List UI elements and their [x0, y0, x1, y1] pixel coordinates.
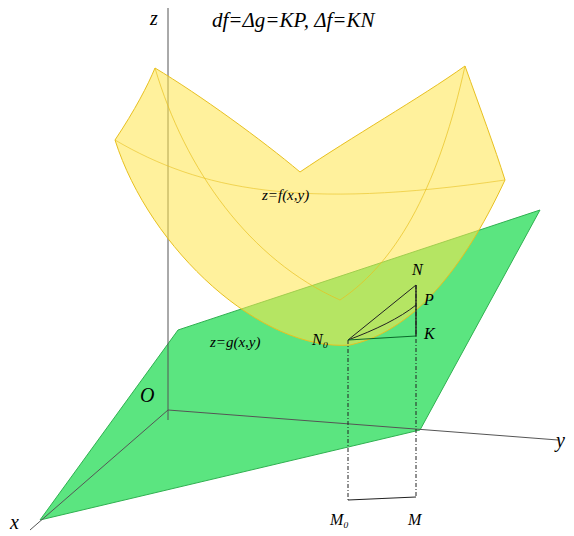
math-label: x — [10, 512, 19, 532]
y-axis — [168, 410, 558, 440]
math-label: O — [140, 385, 154, 405]
increment-segment — [415, 285, 416, 336]
math-label: N — [412, 262, 423, 278]
paraboloid-surface — [115, 66, 505, 345]
surface-rim — [115, 140, 505, 194]
math-label: K — [424, 326, 435, 342]
math-label: z=f(x,y) — [262, 188, 309, 203]
surface-curve — [348, 305, 416, 340]
math-label: P — [424, 292, 434, 308]
formula-text: df=Δg=KP, Δf=KN — [212, 10, 374, 31]
surface-edge — [155, 66, 465, 300]
x-axis — [30, 410, 168, 530]
plane-segment — [348, 336, 416, 340]
math-label: z — [150, 8, 158, 28]
base-segment — [348, 497, 416, 500]
secant-line — [348, 285, 416, 340]
math-label: M — [408, 512, 421, 528]
math-label: M₀ — [330, 512, 349, 528]
math-label: z=g(x,y) — [210, 335, 261, 350]
projection-line — [416, 285, 417, 497]
projection-line — [348, 340, 349, 500]
math-label: N₀ — [312, 332, 328, 348]
math-label: y — [556, 430, 565, 450]
